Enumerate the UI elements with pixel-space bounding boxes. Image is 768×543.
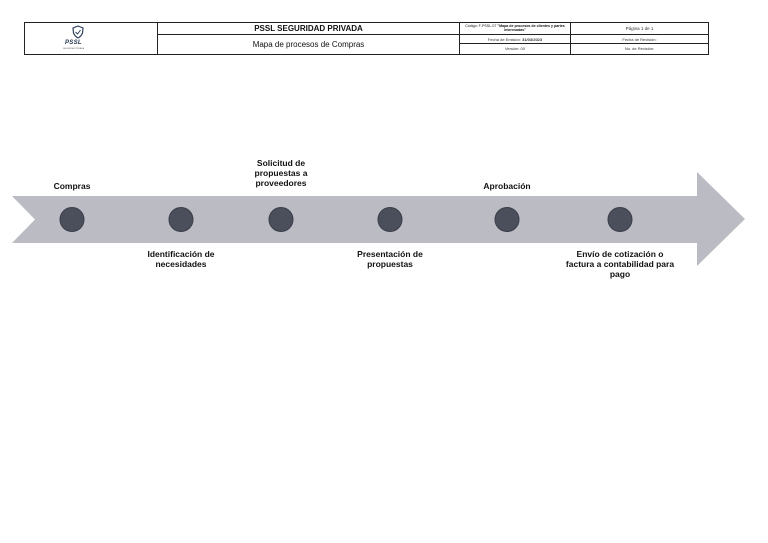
step-dot <box>377 207 403 232</box>
step-dot <box>59 207 85 232</box>
logo-text: PSSL <box>65 40 82 46</box>
step-label: Aprobación <box>483 181 531 191</box>
step-label: Envío de cotización o factura a contabil… <box>565 249 675 279</box>
step-label: Identificación de necesidades <box>147 249 215 269</box>
logo-subtext: SEGURIDAD PRIVADA <box>63 48 85 50</box>
step-label: Solicitud de propuestas a proveedores <box>254 158 308 188</box>
logo-cell: PSSL SEGURIDAD PRIVADA <box>25 23 158 54</box>
step-label: Compras <box>53 181 91 191</box>
step-dot <box>494 207 520 232</box>
step-dot <box>607 207 633 232</box>
document-header-table: PSSL SEGURIDAD PRIVADA PSSL SEGURIDAD PR… <box>24 22 709 55</box>
step-dot <box>268 207 294 232</box>
company-name: PSSL SEGURIDAD PRIVADA <box>158 23 460 35</box>
document-code: Código: F-PSSL-07 "Mapa de procesos de c… <box>460 23 571 35</box>
shield-logo-icon <box>72 25 84 39</box>
version: Versión: 00 <box>460 44 571 54</box>
code-prefix: Código: F-PSSL-07 <box>465 24 498 28</box>
code-name: "Mapa de procesos de clientes y partes i… <box>497 24 565 32</box>
emission-date-value: 31/03/2023 <box>522 37 543 42</box>
revision-number: No. de Revisión: <box>624 46 655 51</box>
step-dot <box>168 207 194 232</box>
document-title: Mapa de procesos de Compras <box>158 35 460 54</box>
emission-date: Fecha de Emisión: 31/03/2023 <box>460 35 571 44</box>
page-number: Página 1 de 1 <box>571 23 708 35</box>
emission-label: Fecha de Emisión: <box>487 37 523 42</box>
step-label: Presentación de propuestas <box>357 249 423 269</box>
revision-date: Fecha de Revisión: <box>571 35 708 44</box>
